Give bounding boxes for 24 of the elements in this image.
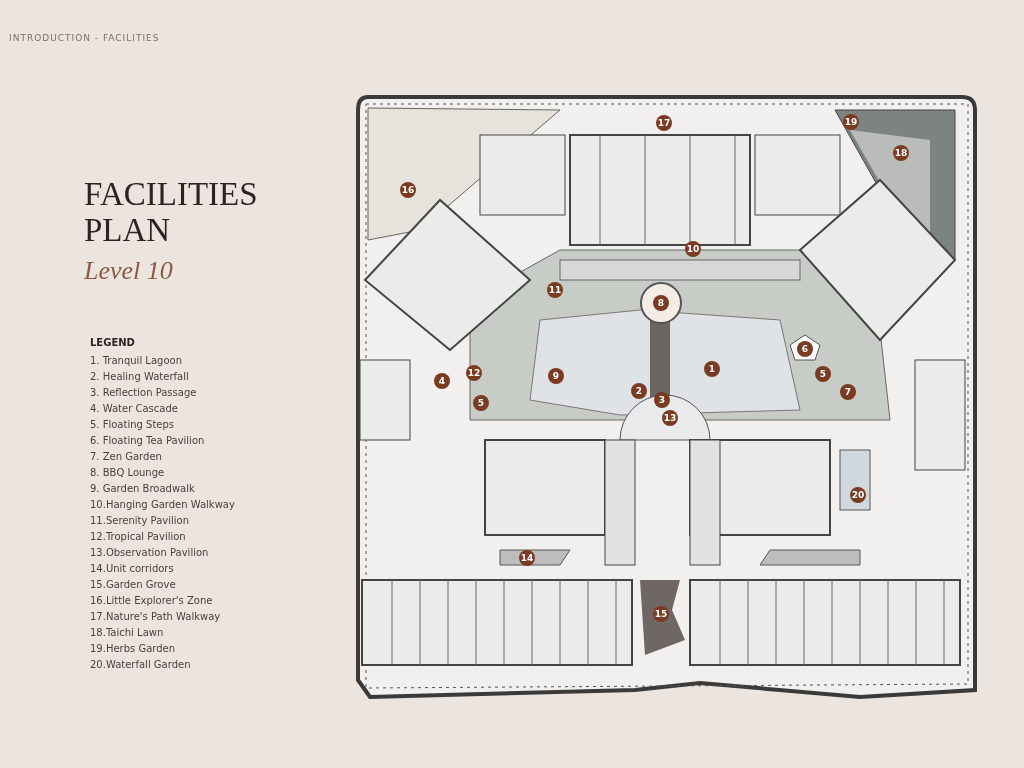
legend-item: 15.Garden Grove	[90, 579, 176, 591]
legend-item: 19.Herbs Garden	[90, 643, 176, 655]
legend-item: 7. Zen Garden	[90, 451, 162, 463]
legend-item: 12.Tropical Pavilion	[90, 531, 186, 543]
legend-item: 13.Observation Pavilion	[90, 547, 209, 559]
legend-item: 1. Tranquil Lagoon	[90, 355, 182, 367]
legend-item: 4. Water Cascade	[90, 403, 178, 415]
legend-item: 20.Waterfall Garden	[90, 659, 191, 671]
legend-item: 9. Garden Broadwalk	[90, 483, 195, 495]
legend-heading: LEGEND	[90, 337, 135, 348]
legend-item: 11.Serenity Pavilion	[90, 515, 189, 527]
legend-item: 2. Healing Waterfall	[90, 371, 189, 383]
header-text: INTRODUCTION - FACILITIES	[9, 33, 160, 43]
legend-item: 18.Taichi Lawn	[90, 627, 164, 639]
title: FACILITIES PLAN	[84, 176, 259, 248]
legend-item: 16.Little Explorer's Zone	[90, 595, 213, 607]
legend-item: 17.Nature's Path Walkway	[90, 611, 221, 623]
legend-item: 6. Floating Tea Pavilion	[90, 435, 205, 447]
legend-item: 8. BBQ Lounge	[90, 467, 165, 479]
legend-item: 5. Floating Steps	[90, 419, 175, 431]
legend-item: 3. Reflection Passage	[90, 387, 197, 399]
subtitle: Level 10	[84, 256, 173, 286]
legend-item: 10.Hanging Garden Walkway	[90, 499, 235, 511]
legend-item: 14.Unit corridors	[90, 563, 174, 575]
